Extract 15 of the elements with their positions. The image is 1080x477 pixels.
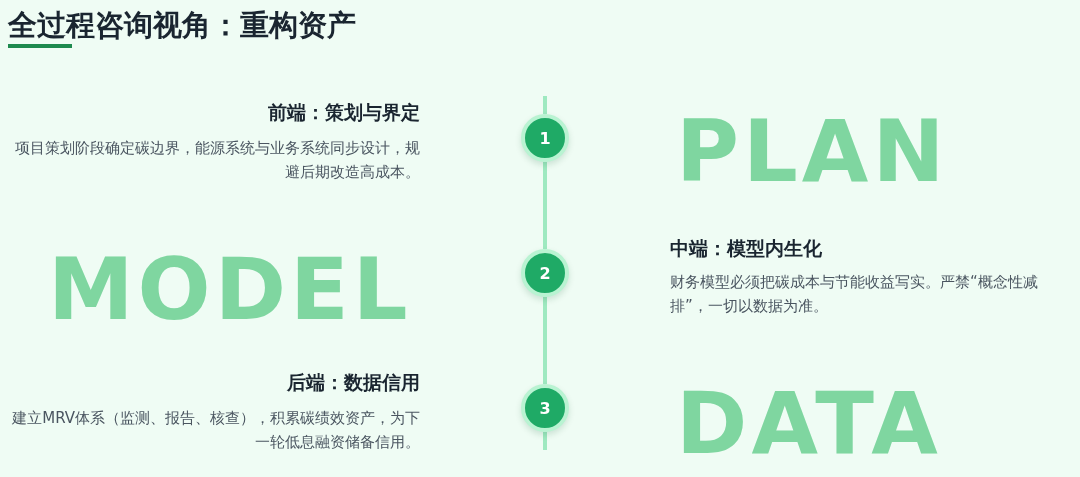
step-circle: 1	[521, 114, 569, 162]
section-heading: 后端：数据信用	[286, 370, 420, 395]
description-text: 建立MRV体系（监测、报告、核查），积累碳绩效资产，为下一轮低息融资储备信用。	[11, 408, 420, 453]
timeline-connector	[543, 162, 547, 249]
section-heading: 中端：模型内生化	[670, 236, 823, 261]
timeline-connector	[543, 297, 547, 384]
title: 全过程咨询视角：重构资产	[8, 7, 356, 44]
step-circle: 3	[521, 384, 569, 432]
step-circle: 2	[521, 249, 569, 297]
background-word: MODEL	[48, 246, 412, 332]
description-text: 财务模型必须把碳成本与节能收益写实。严禁“概念性减排”，一切以数据为准。	[670, 272, 1039, 317]
background-word: PLAN	[676, 108, 949, 194]
background-word: DATA	[676, 380, 942, 466]
section-heading: 前端：策划与界定	[267, 100, 420, 125]
description-text: 项目策划阶段确定碳边界，能源系统与业务系统同步设计，规避后期改造高成本。	[14, 138, 420, 183]
